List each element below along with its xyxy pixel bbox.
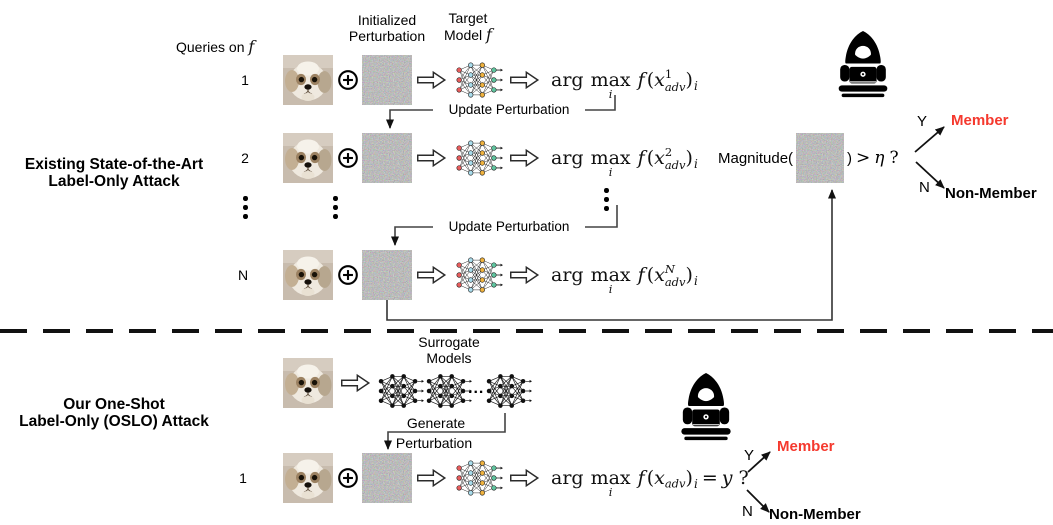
perturbation-noise-image [362, 55, 412, 105]
dog-image [283, 55, 333, 105]
surrogate-model-icon [377, 367, 424, 415]
non-member-label: Non-Member [945, 185, 1037, 202]
target-model-icon [455, 56, 503, 104]
models-ellipsis: ... [468, 380, 485, 397]
dog-image [283, 453, 333, 503]
hacker-icon [833, 30, 893, 98]
initialized-perturbation-header: Initialized Perturbation [348, 12, 426, 44]
plus-icon [337, 69, 359, 91]
query-number-N: N [237, 267, 249, 283]
plus-icon [337, 264, 359, 286]
flow-arrow-icon [508, 69, 541, 91]
flow-arrow-icon [508, 467, 541, 489]
f-symbol: f [486, 24, 492, 44]
greater-than: > [856, 148, 871, 168]
flow-arrow-icon [415, 69, 448, 91]
generate-perturbation-label: Generate [406, 415, 466, 431]
vertical-ellipsis-icon [604, 188, 609, 211]
yes-label: Y [744, 447, 755, 464]
flow-arrow-icon [508, 147, 541, 169]
magnitude-test: Magnitude( ) > η ? [718, 133, 899, 183]
magnitude-prefix: Magnitude( [718, 149, 794, 167]
bottom-section-title: Our One-Shot Label-Only (OSLO) Attack [19, 396, 209, 430]
update-perturbation-label: Update Perturbation [433, 102, 585, 117]
query-number-1-bottom: 1 [239, 470, 247, 486]
non-member-label: Non-Member [769, 506, 861, 523]
surrogate-model-icon [485, 367, 532, 415]
flow-arrow-icon [339, 372, 372, 394]
generate-perturbation-label: Perturbation [395, 435, 473, 451]
surrogate-model-icon [425, 367, 472, 415]
dog-image [283, 250, 333, 300]
update-perturbation-label: Update Perturbation [433, 219, 585, 234]
member-label: Member [951, 112, 1009, 129]
perturbation-noise-image [362, 133, 412, 183]
vertical-ellipsis-icon [333, 196, 338, 219]
dog-image [283, 358, 333, 408]
f-symbol: f [248, 37, 255, 56]
magnitude-close-paren: ) [847, 149, 853, 167]
flow-arrow-icon [415, 147, 448, 169]
target-model-header: Target Model f [444, 10, 492, 44]
target-model-icon [455, 454, 503, 502]
queries-on-f-label: Queries on f [176, 37, 255, 56]
hacker-icon [676, 372, 736, 441]
yes-arrow-top [914, 126, 945, 153]
plus-icon [337, 467, 359, 489]
perturbation-noise-image [362, 453, 412, 503]
target-model-icon [455, 134, 503, 182]
member-label: Member [777, 438, 835, 455]
top-section-title: Existing State-of-the-Art Label-Only Att… [24, 156, 204, 190]
eta-threshold: η [874, 148, 885, 168]
query-number-2: 2 [241, 150, 249, 166]
plus-icon [337, 147, 359, 169]
flow-arrow-icon [415, 467, 448, 489]
surrogate-models-header: Surrogate Models [418, 334, 480, 366]
flow-arrow-icon [508, 264, 541, 286]
target-model-icon [455, 251, 503, 299]
final-perturbation-noise-image [796, 133, 845, 183]
query-number-1: 1 [241, 72, 249, 88]
vertical-ellipsis-icon [243, 196, 248, 219]
perturbation-noise-image [362, 250, 412, 300]
yes-label: Y [917, 113, 928, 130]
question-mark: ? [889, 148, 899, 168]
dog-image [283, 133, 333, 183]
flow-arrow-icon [415, 264, 448, 286]
no-label: N [919, 179, 930, 196]
no-label: N [742, 503, 753, 520]
